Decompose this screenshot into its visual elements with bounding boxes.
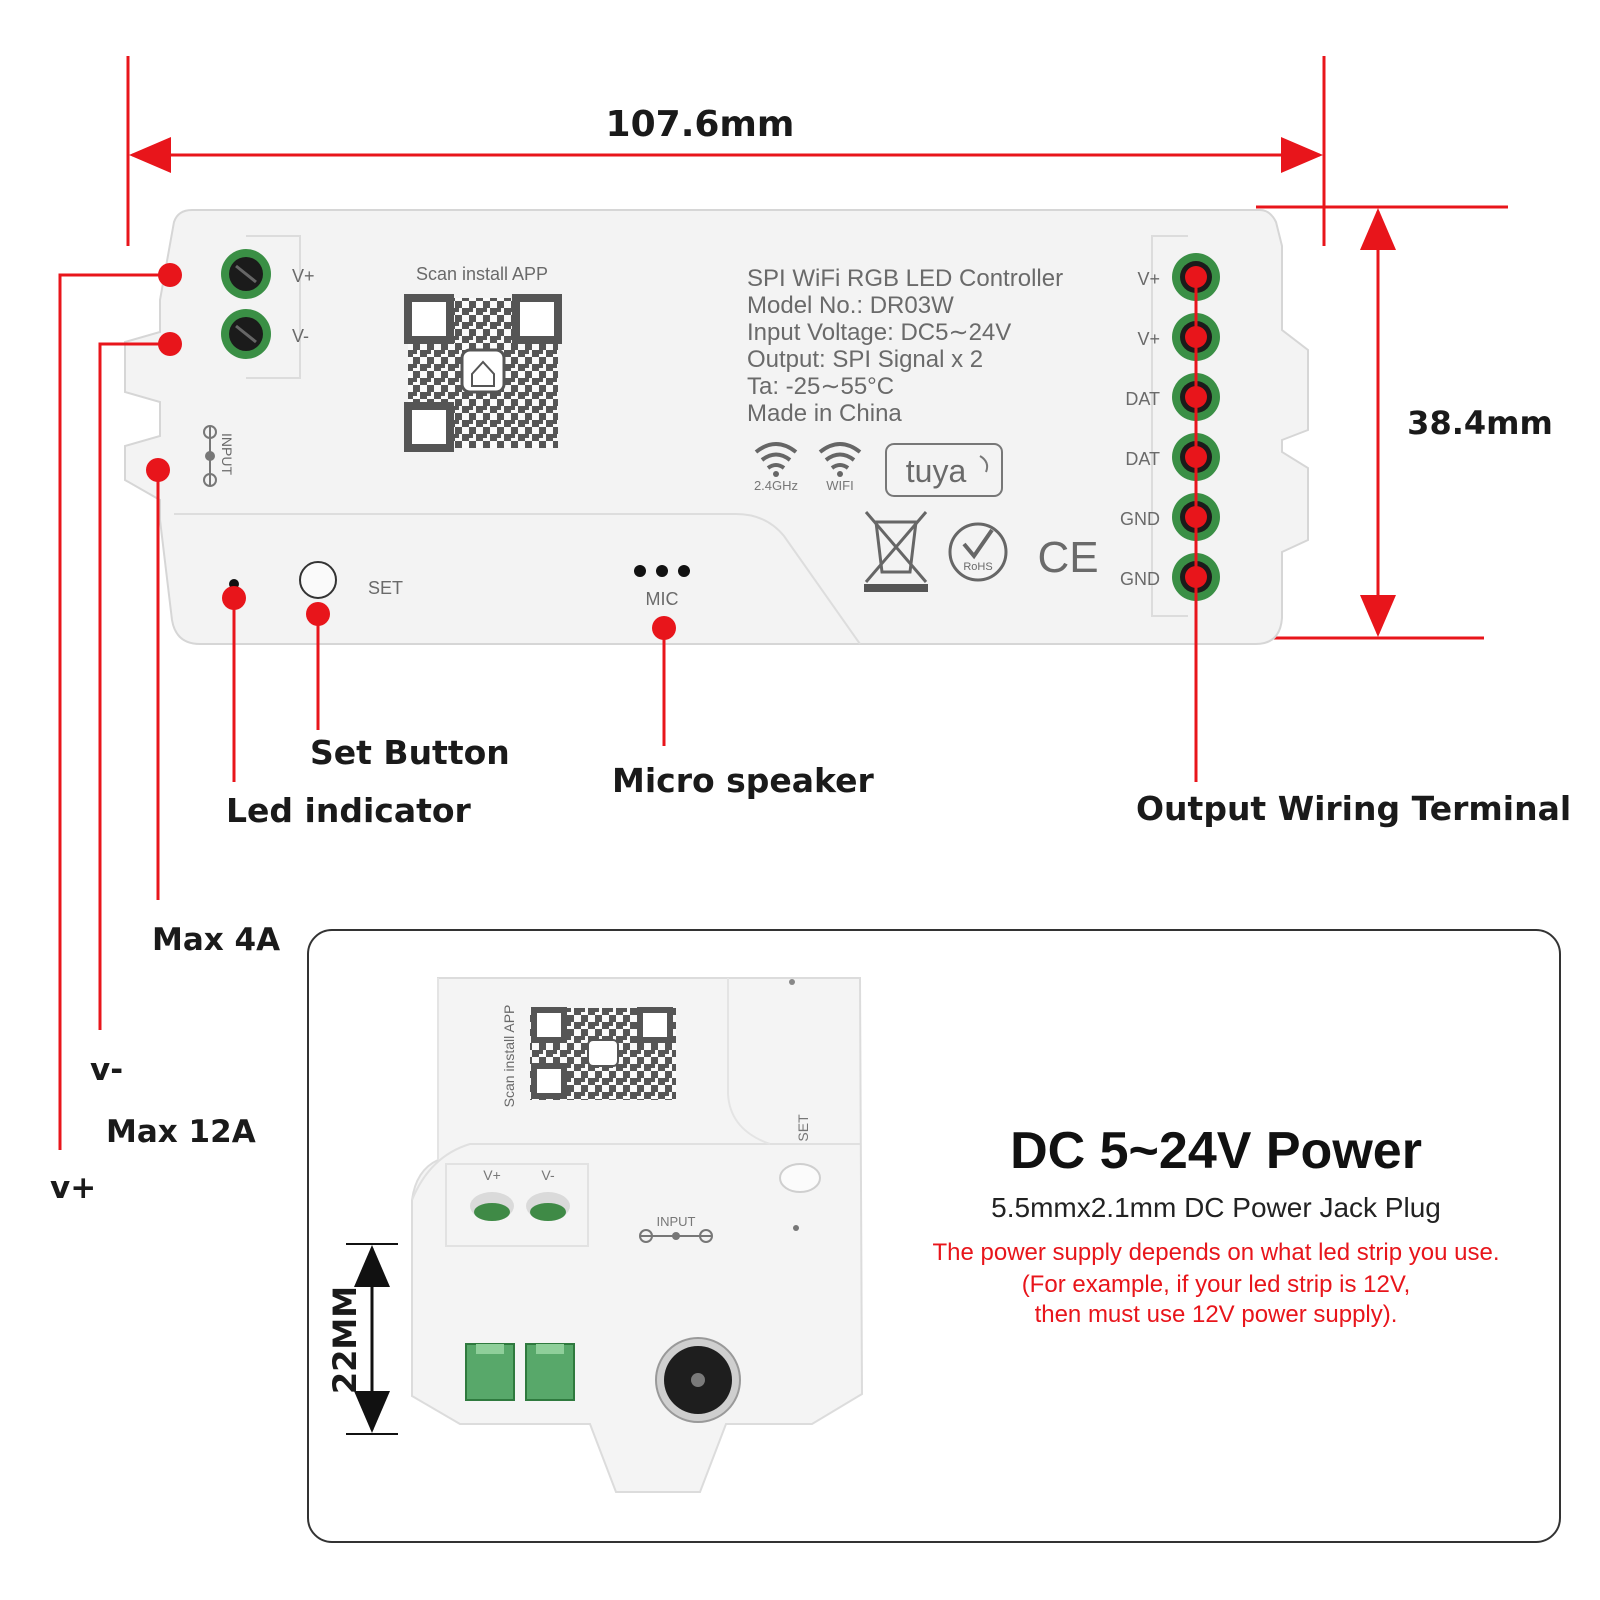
callout-micro-speaker: Micro speaker xyxy=(612,761,875,800)
input-label: INPUT xyxy=(219,433,235,475)
power-title: DC 5~24V Power xyxy=(1010,1122,1422,1180)
side-qr-code: Scan install APP xyxy=(501,1005,676,1108)
callout-max-4a: Max 4A xyxy=(152,922,280,958)
input-terminal-block: V+ V- xyxy=(221,249,315,359)
side-input-terminals: V+ V- xyxy=(445,1163,589,1401)
spec-line: Made in China xyxy=(747,400,902,427)
output-label: V+ xyxy=(1137,329,1160,349)
set-label: SET xyxy=(368,578,403,598)
side-set-label: SET xyxy=(795,1114,811,1142)
power-note: The power supply depends on what led str… xyxy=(932,1239,1499,1266)
spec-line: Model No.: DR03W xyxy=(747,292,954,319)
height-dimension: 38.4mm xyxy=(1232,205,1553,640)
callout-v-plus: v+ xyxy=(50,1170,96,1206)
qr-code: Scan install APP xyxy=(404,264,562,452)
output-label: GND xyxy=(1120,569,1160,589)
depth-label: 22MM xyxy=(326,1286,364,1394)
rohs-icon: RoHS xyxy=(948,522,1008,582)
output-label: DAT xyxy=(1125,389,1160,409)
spec-line: SPI WiFi RGB LED Controller xyxy=(747,265,1063,292)
tuya-text: tuya xyxy=(906,453,967,489)
callout-set-button: Set Button xyxy=(310,733,510,772)
spec-line: Input Voltage: DC5∼24V xyxy=(747,319,1011,346)
scan-label: Scan install APP xyxy=(416,264,548,284)
wifi-2g-icon: 2.4GHz xyxy=(754,442,798,493)
output-label: V+ xyxy=(1137,269,1160,289)
spec-line: Ta: -25∼55°C xyxy=(747,373,894,400)
tuya-logo: tuya xyxy=(885,443,1003,497)
side-input-polarity: INPUT xyxy=(639,1214,713,1243)
callout-max-12a: Max 12A xyxy=(106,1114,256,1150)
wifi-icon: WIFI xyxy=(818,442,862,493)
input-polarity-marking: INPUT xyxy=(203,425,235,487)
side-vplus-label: V+ xyxy=(483,1167,501,1183)
power-note: (For example, if your led strip is 12V, xyxy=(1022,1271,1411,1298)
wifi-2g-label: 2.4GHz xyxy=(754,478,798,493)
callout-v-minus: v- xyxy=(90,1052,123,1088)
side-vminus-label: V- xyxy=(541,1167,555,1183)
power-note: then must use 12V power supply). xyxy=(1035,1301,1398,1328)
width-dimension: 107.6mm xyxy=(126,56,1326,246)
controller-side-view xyxy=(411,977,864,1493)
mic-holes xyxy=(634,565,690,577)
side-input-label: INPUT xyxy=(657,1214,696,1229)
side-set-button[interactable] xyxy=(779,1163,821,1193)
mic-label: MIC xyxy=(646,589,679,609)
input-label-vplus: V+ xyxy=(292,266,315,286)
spec-text-block: SPI WiFi RGB LED Controller Model No.: D… xyxy=(747,265,1063,427)
dc-power-jack xyxy=(655,1337,741,1423)
callout-led-indicator: Led indicator xyxy=(226,791,472,830)
callout-lines xyxy=(58,263,1207,1150)
callout-output-terminal: Output Wiring Terminal xyxy=(1136,789,1571,828)
spec-line: Output: SPI Signal x 2 xyxy=(747,346,983,373)
side-scan-label: Scan install APP xyxy=(501,1005,517,1108)
rohs-text: RoHS xyxy=(963,561,992,573)
input-label-vminus: V- xyxy=(292,326,309,346)
depth-dimension: 22MM xyxy=(326,1243,398,1435)
output-label: DAT xyxy=(1125,449,1160,469)
output-label: GND xyxy=(1120,509,1160,529)
height-label: 38.4mm xyxy=(1407,404,1553,442)
ce-mark: CE xyxy=(1037,533,1098,582)
weee-icon xyxy=(864,511,928,592)
set-button[interactable] xyxy=(299,561,337,599)
wifi-label: WIFI xyxy=(826,478,853,493)
power-subtitle: 5.5mmx2.1mm DC Power Jack Plug xyxy=(991,1192,1441,1223)
width-label: 107.6mm xyxy=(606,104,795,145)
